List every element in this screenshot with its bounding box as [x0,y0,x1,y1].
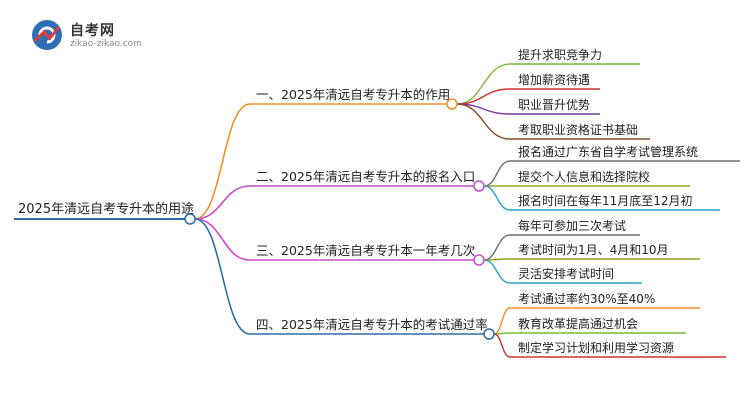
leaf-label: 提升求职竞争力 [518,47,602,62]
leaf-label: 每年可参加三次考试 [518,218,626,233]
logo-title: 自考网 [70,23,115,39]
leaf-connector [456,63,511,105]
leaf-label: 增加薪资待遇 [518,73,590,87]
leaf-label: 考取职业资格证书基础 [518,122,638,137]
leaf-connector [483,234,511,261]
mindmap-edges [14,63,740,358]
root-label: 2025年清远自考专升本的用途 [18,201,194,217]
leaf-label: 教育改革提高通过机会 [518,316,638,331]
leaf-connector [483,259,511,284]
branch-node-dot [473,180,485,192]
branch-connector [194,218,251,335]
leaf-label: 报名时间在每年11月底至12月初 [518,193,693,208]
leaf-label: 考试时间为1月、4月和10月 [518,242,669,257]
branch-label: 四、2025年清远自考专升本的考试通过率 [256,317,488,332]
leaf-label: 职业晋升优势 [518,98,590,112]
leaf-connector [456,88,511,105]
branch-label: 三、2025年清远自考专升本一年考几次 [256,243,475,258]
branch-connector [194,185,251,220]
leaf-label: 提交个人信息和选择院校 [518,169,650,184]
leaf-connector [493,307,511,335]
leaf-connector [493,333,511,358]
leaf-label: 制定学习计划和利用学习资源 [518,340,674,355]
branch-node-dot [483,328,495,340]
leaf-connector [456,103,511,140]
branch-label: 一、2025年清远自考专升本的作用 [256,87,450,102]
branch-connector [194,218,251,261]
mindmap-nodes: 2025年清远自考专升本的用途 一、2025年清远自考专升本的作用 提升求职竞争力增… [18,47,698,355]
leaf-connector [483,160,511,187]
branch-label: 二、2025年清远自考专升本的报名入口 [256,169,475,184]
branch-connector [194,103,251,220]
logo-subtitle: zikao-zikao.com [70,39,142,49]
logo: 自考网 zikao-zikao.com [30,18,150,52]
root-node-dot [184,213,196,225]
branch-node-dot [446,98,458,110]
leaf-label: 报名通过广东省自学考试管理系统 [518,144,698,159]
leaf-label: 考试通过率约30%至40% [518,291,655,306]
logo-mark-icon [32,20,62,50]
leaf-label: 灵活安排考试时间 [518,266,614,281]
branch-node-dot [473,254,485,266]
leaf-connector [483,185,511,211]
